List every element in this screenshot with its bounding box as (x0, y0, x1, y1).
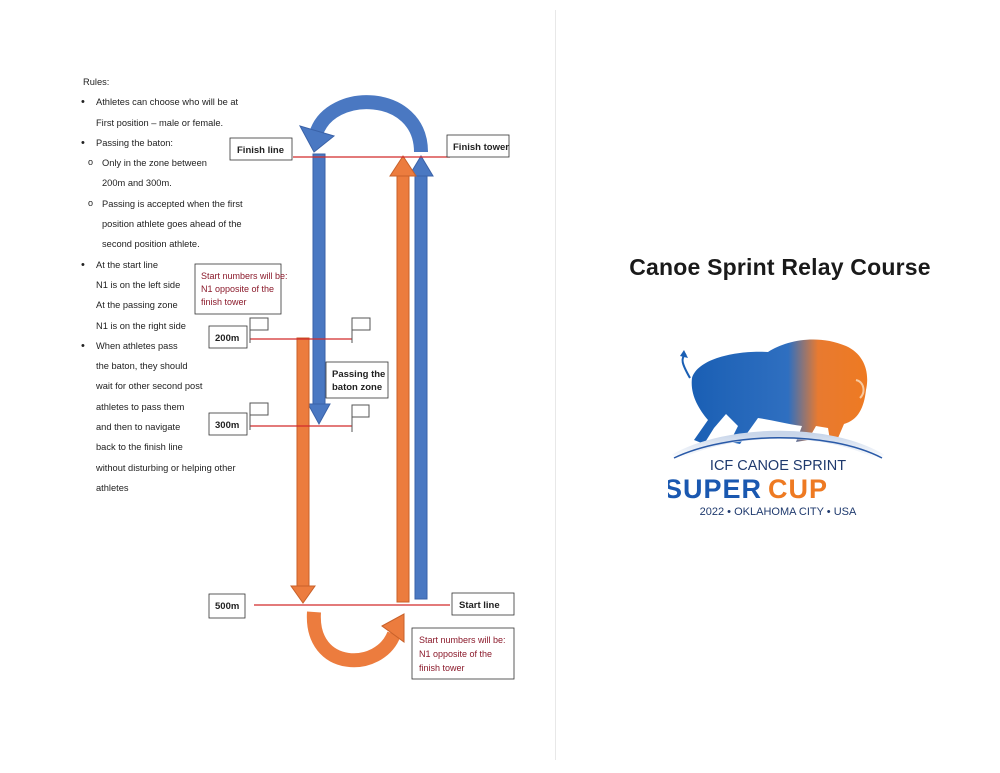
rule-line: Only in the zone between (80, 152, 270, 173)
svg-text:500m: 500m (215, 601, 239, 612)
page-divider (555, 10, 556, 760)
rule-line: back to the finish line (96, 442, 183, 453)
logo-line1: ICF CANOE SPRINT (710, 458, 846, 474)
svg-text:Start numbers will be:: Start numbers will be: (201, 271, 288, 281)
rules-list: Rules: Athletes can choose who will be a… (80, 72, 270, 498)
rules-lines: Athletes can choose who will be at First … (80, 92, 270, 498)
rule-line: N1 is on the left side (96, 279, 181, 290)
finish-line-label: Finish line (229, 137, 293, 161)
super-cup-logo: ICF CANOE SPRINT SUPER CUP 2022 • OKLAHO… (668, 339, 885, 518)
rule-line: First position – male or female. (96, 117, 224, 128)
svg-text:Passing the: Passing the (332, 369, 385, 380)
orange-up-arrow (389, 155, 417, 603)
rule-line: athletes (96, 482, 129, 493)
rule-line: second position athlete. (102, 239, 200, 250)
start-line-label: Start line (451, 592, 515, 616)
svg-text:200m: 200m (215, 333, 239, 344)
svg-text:N1 opposite of the: N1 opposite of the (419, 649, 492, 659)
rule-line: Passing the baton: (80, 133, 270, 154)
rule-line: athletes to pass them (96, 401, 185, 412)
orange-down-arrow (290, 337, 316, 604)
svg-text:N1 opposite of the: N1 opposite of the (201, 284, 274, 294)
svg-text:baton zone: baton zone (332, 382, 382, 393)
rule-line: At the passing zone (96, 300, 178, 311)
logo-cup: CUP (768, 474, 828, 504)
start-numbers-note-bottom: Start numbers will be: N1 opposite of th… (411, 627, 515, 680)
svg-text:Finish tower: Finish tower (453, 142, 509, 153)
logo-super: SUPER (668, 474, 762, 504)
rule-line: N1 is on the right side (96, 320, 186, 331)
blue-up-arrow (408, 155, 434, 600)
rule-line: When athletes pass (80, 336, 270, 357)
flag-icon (249, 317, 269, 343)
passing-zone-label: Passing the baton zone (325, 361, 389, 399)
rule-line: and then to navigate (96, 422, 181, 433)
bottom-turn-arrow (306, 611, 405, 668)
svg-text:finish tower: finish tower (419, 663, 465, 673)
rule-line: wait for other second post (96, 381, 203, 392)
rule-line: Athletes can choose who will be at (80, 92, 270, 113)
rule-line: Passing is accepted when the first (80, 193, 270, 214)
svg-text:300m: 300m (215, 420, 239, 431)
rule-line: the baton, they should (96, 361, 188, 372)
200m-label: 200m (208, 325, 248, 349)
svg-text:Start line: Start line (459, 600, 500, 611)
blue-down-arrow (307, 153, 331, 426)
rule-line: position athlete goes ahead of the (102, 219, 242, 230)
svg-text:finish tower: finish tower (201, 297, 247, 307)
500m-label: 500m (208, 593, 246, 619)
relay-course-diagram: Finish line Finish tower 200m 300m 500m … (194, 95, 515, 680)
rule-line: At the start line (80, 255, 270, 276)
flag-icon (351, 404, 370, 432)
rule-line: without disturbing or helping other (96, 462, 236, 473)
logo-line3: 2022 • OKLAHOMA CITY • USA (700, 506, 857, 518)
finish-tower-label: Finish tower (446, 134, 510, 158)
rules-heading: Rules: (83, 77, 110, 87)
start-numbers-note-top: Start numbers will be: N1 opposite of th… (194, 263, 288, 315)
bison-icon (680, 339, 868, 444)
flag-icon (351, 317, 371, 343)
rule-line: 200m and 300m. (102, 178, 172, 189)
flag-icon (249, 402, 269, 430)
svg-text:Finish line: Finish line (237, 145, 284, 156)
page-title: Canoe Sprint Relay Course (629, 254, 931, 280)
top-return-arrow (298, 95, 428, 153)
300m-label: 300m (208, 412, 248, 436)
svg-text:Start numbers will be:: Start numbers will be: (419, 635, 506, 645)
